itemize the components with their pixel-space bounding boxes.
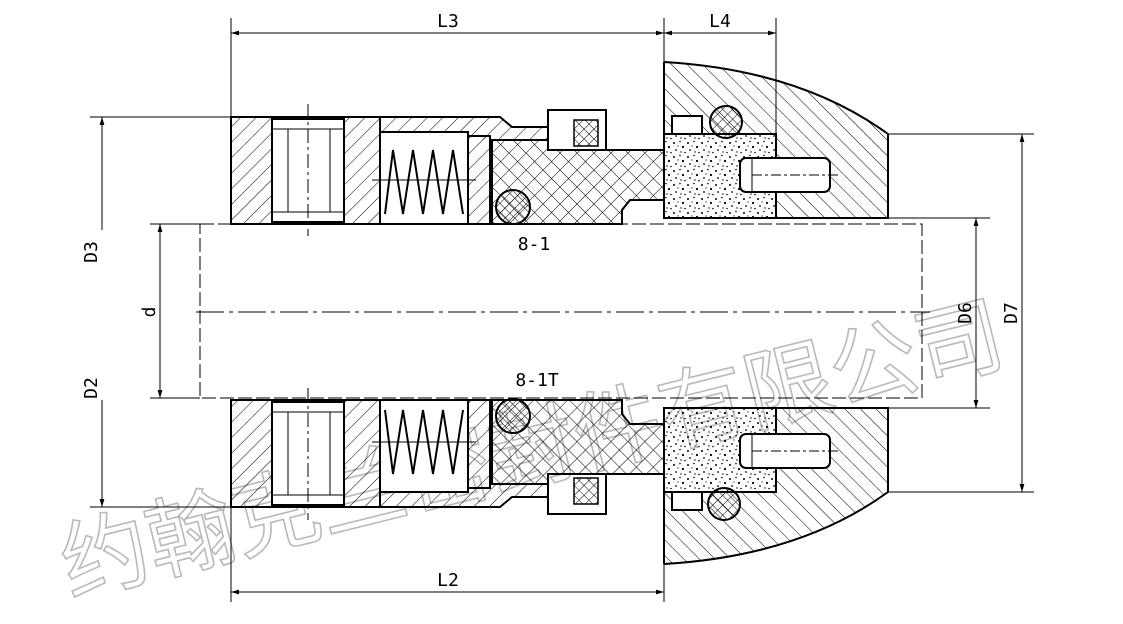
- o-ring-bottom: [495, 398, 531, 434]
- dim-label-L4: L4: [709, 11, 731, 32]
- pusher-top: [467, 135, 491, 225]
- dimension-L4: L4: [664, 11, 777, 134]
- top-half: [230, 61, 889, 236]
- dim-label-L3: L3: [437, 11, 459, 32]
- snap-ring-bottom: [547, 473, 607, 515]
- dim-label-D3: D3: [81, 241, 102, 263]
- bottom-half: [230, 388, 889, 565]
- label-variant-bottom: 8-1T: [515, 370, 559, 391]
- dimension-D2: D2: [81, 377, 231, 508]
- dim-label-d: d: [139, 307, 160, 318]
- drive-collar-top: [230, 104, 381, 236]
- o-ring-top: [495, 189, 531, 225]
- dimension-D6: D6: [888, 217, 990, 409]
- drive-collar-bottom: [230, 388, 381, 520]
- dim-label-L2: L2: [437, 570, 459, 591]
- dimension-D7: D7: [888, 133, 1034, 493]
- anti-rotation-pin-bottom: [739, 433, 838, 469]
- dim-label-D7: D7: [1001, 302, 1022, 324]
- spring-bottom: [384, 409, 464, 475]
- dimension-D3: D3: [81, 116, 231, 263]
- dimension-L3: L3: [230, 11, 665, 117]
- dim-label-D6: D6: [955, 302, 976, 324]
- spring-top: [384, 149, 464, 215]
- dimension-d: d: [139, 223, 200, 399]
- snap-ring-top: [547, 109, 607, 151]
- label-variant-top: 8-1: [518, 234, 551, 255]
- pusher-bottom: [467, 399, 491, 489]
- anti-rotation-pin-top: [739, 157, 838, 193]
- dim-label-D2: D2: [81, 377, 102, 399]
- dimension-L2: L2: [230, 507, 665, 602]
